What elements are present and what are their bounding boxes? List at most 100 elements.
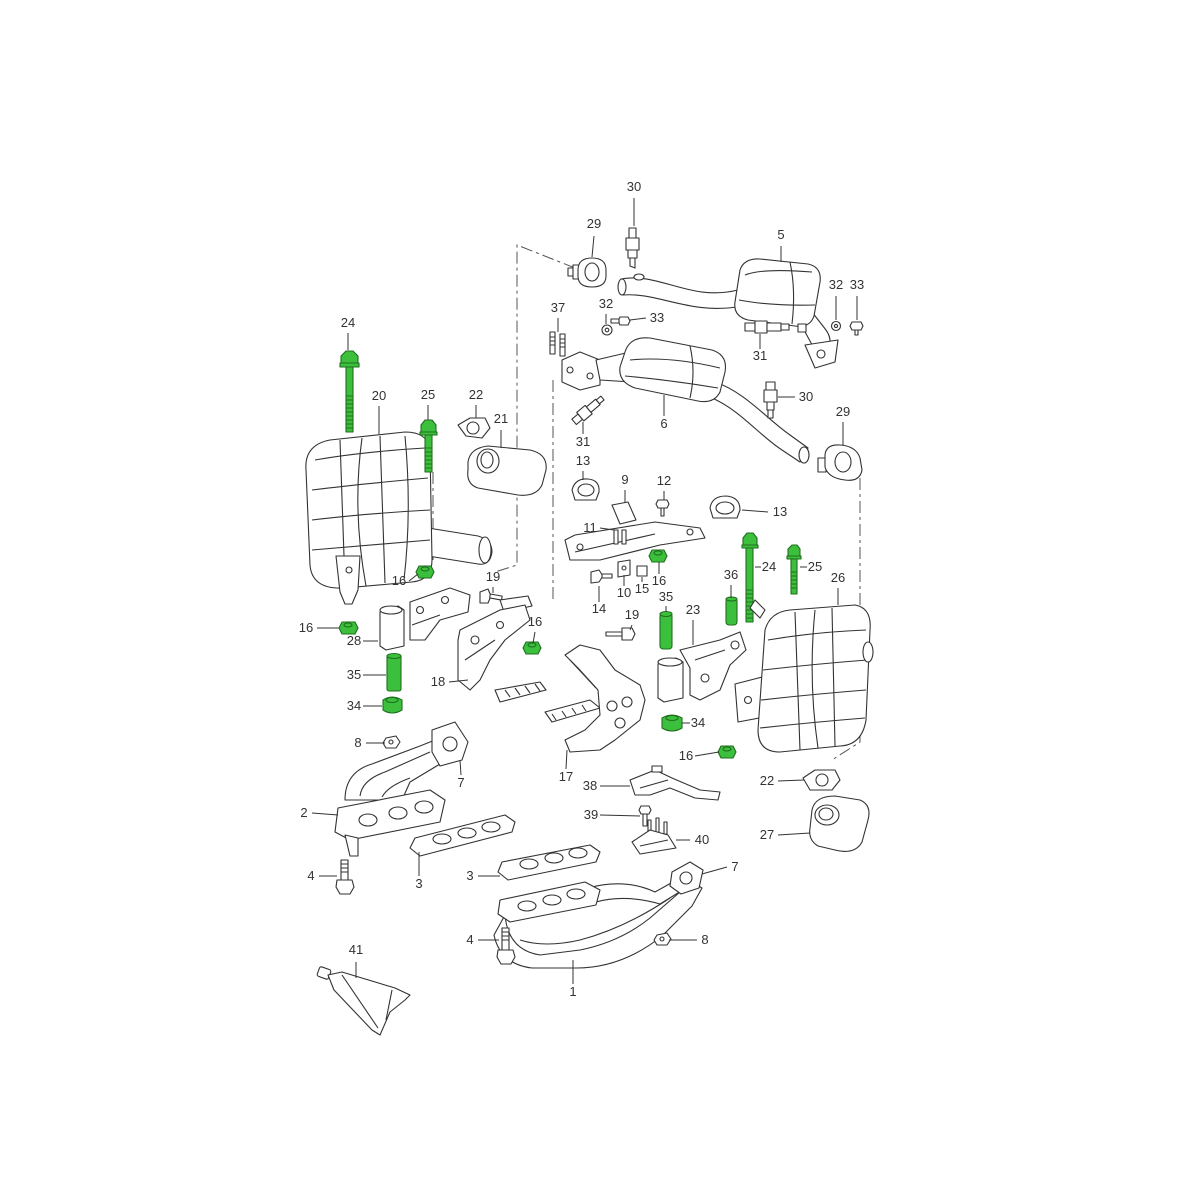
callout-33: 33 xyxy=(650,310,664,325)
leader-line-19 xyxy=(629,624,633,631)
exhaust-manifold-left xyxy=(334,721,469,857)
callout-16: 16 xyxy=(679,748,693,763)
callout-10: 10 xyxy=(617,585,631,600)
callout-8: 8 xyxy=(354,735,361,750)
exhaust-manifold-right xyxy=(493,861,704,969)
leader-line-39 xyxy=(599,814,641,817)
callout-23: 23 xyxy=(686,602,700,617)
leader-line-29 xyxy=(591,235,595,258)
gasket-left xyxy=(409,814,516,857)
callout-24: 24 xyxy=(762,559,776,574)
bolt-4-right xyxy=(496,927,516,965)
nut-middle xyxy=(648,549,668,563)
plate-10 xyxy=(617,559,631,578)
callout-35: 35 xyxy=(347,667,361,682)
callout-35: 35 xyxy=(659,589,673,604)
callout-37: 37 xyxy=(551,300,565,315)
callout-31: 31 xyxy=(576,434,590,449)
support-bracket-17 xyxy=(544,644,646,753)
callout-30: 30 xyxy=(627,179,641,194)
callout-13: 13 xyxy=(773,504,787,519)
callout-16: 16 xyxy=(392,573,406,588)
callout-1: 1 xyxy=(569,984,576,999)
pipe-clamp-right xyxy=(817,444,863,481)
callout-39: 39 xyxy=(584,807,598,822)
sleeve-middle xyxy=(659,610,673,650)
bolt-19-middle xyxy=(605,627,636,641)
leader-line-18 xyxy=(448,679,469,683)
spacer-tube-left xyxy=(379,605,405,651)
callout-22: 22 xyxy=(469,387,483,402)
callout-3: 3 xyxy=(415,876,422,891)
callout-25: 25 xyxy=(421,387,435,402)
clamp-right xyxy=(802,769,841,791)
pipe-clamp-top xyxy=(567,257,607,288)
nut-8-right xyxy=(653,932,672,946)
tailpipe-right xyxy=(809,795,870,852)
callout-12: 12 xyxy=(657,473,671,488)
callout-19: 19 xyxy=(625,607,639,622)
clip-15 xyxy=(636,565,648,577)
bolt-small-left xyxy=(610,316,631,326)
front-pipe-converter xyxy=(617,258,839,369)
callout-32: 32 xyxy=(829,277,843,292)
sealant-tube xyxy=(316,966,411,1036)
long-bolt-left xyxy=(339,350,360,433)
callout-16: 16 xyxy=(528,614,542,629)
stud-bolts xyxy=(549,331,566,357)
mounting-block-40 xyxy=(631,817,677,855)
oxygen-sensor-top xyxy=(625,227,640,269)
leader-line-22 xyxy=(777,779,805,782)
callout-24: 24 xyxy=(341,315,355,330)
band-clamp-left xyxy=(571,478,600,501)
callout-21: 21 xyxy=(494,411,508,426)
muffler-right xyxy=(734,599,874,753)
bolt-19-left xyxy=(479,588,503,604)
oxygen-sensor-right xyxy=(744,320,790,334)
muffler-left xyxy=(305,431,493,605)
callout-32: 32 xyxy=(599,296,613,311)
nut-left-upper xyxy=(415,565,435,579)
bolt-39 xyxy=(638,805,652,827)
callout-41: 41 xyxy=(349,942,363,957)
sleeve-left xyxy=(386,652,402,692)
leader-line-13 xyxy=(741,509,769,513)
gasket-right xyxy=(497,844,601,881)
studs-11 xyxy=(613,529,627,545)
callout-4: 4 xyxy=(307,868,314,883)
bolt-right xyxy=(786,544,802,595)
leader-line-11 xyxy=(599,527,615,531)
callout-7: 7 xyxy=(731,859,738,874)
bolt-4-left xyxy=(335,859,355,895)
mounting-bracket-23 xyxy=(679,631,747,701)
callout-5: 5 xyxy=(777,227,784,242)
heat-shield-bracket xyxy=(629,765,721,801)
callout-3: 3 xyxy=(466,868,473,883)
crossmember-bracket xyxy=(564,501,706,561)
clamp-left xyxy=(457,417,491,439)
callout-26: 26 xyxy=(831,570,845,585)
callout-40: 40 xyxy=(695,832,709,847)
callout-30: 30 xyxy=(799,389,813,404)
leader-line-33 xyxy=(629,317,647,321)
callout-34: 34 xyxy=(691,715,705,730)
leader-line-16 xyxy=(408,573,419,582)
bolt-left xyxy=(419,419,438,473)
callout-36: 36 xyxy=(724,567,738,582)
callout-22: 22 xyxy=(760,773,774,788)
callout-38: 38 xyxy=(583,778,597,793)
leader-line-27 xyxy=(777,832,811,836)
sleeve-36 xyxy=(725,596,738,626)
callout-15: 15 xyxy=(635,581,649,596)
callout-31: 31 xyxy=(753,348,767,363)
callout-34: 34 xyxy=(347,698,361,713)
spacer-tube-right xyxy=(657,657,684,703)
callout-29: 29 xyxy=(587,216,601,231)
long-bolt-right xyxy=(741,532,759,623)
callout-11: 11 xyxy=(583,520,597,535)
callout-20: 20 xyxy=(372,388,386,403)
callout-28: 28 xyxy=(347,633,361,648)
callout-19: 19 xyxy=(486,569,500,584)
